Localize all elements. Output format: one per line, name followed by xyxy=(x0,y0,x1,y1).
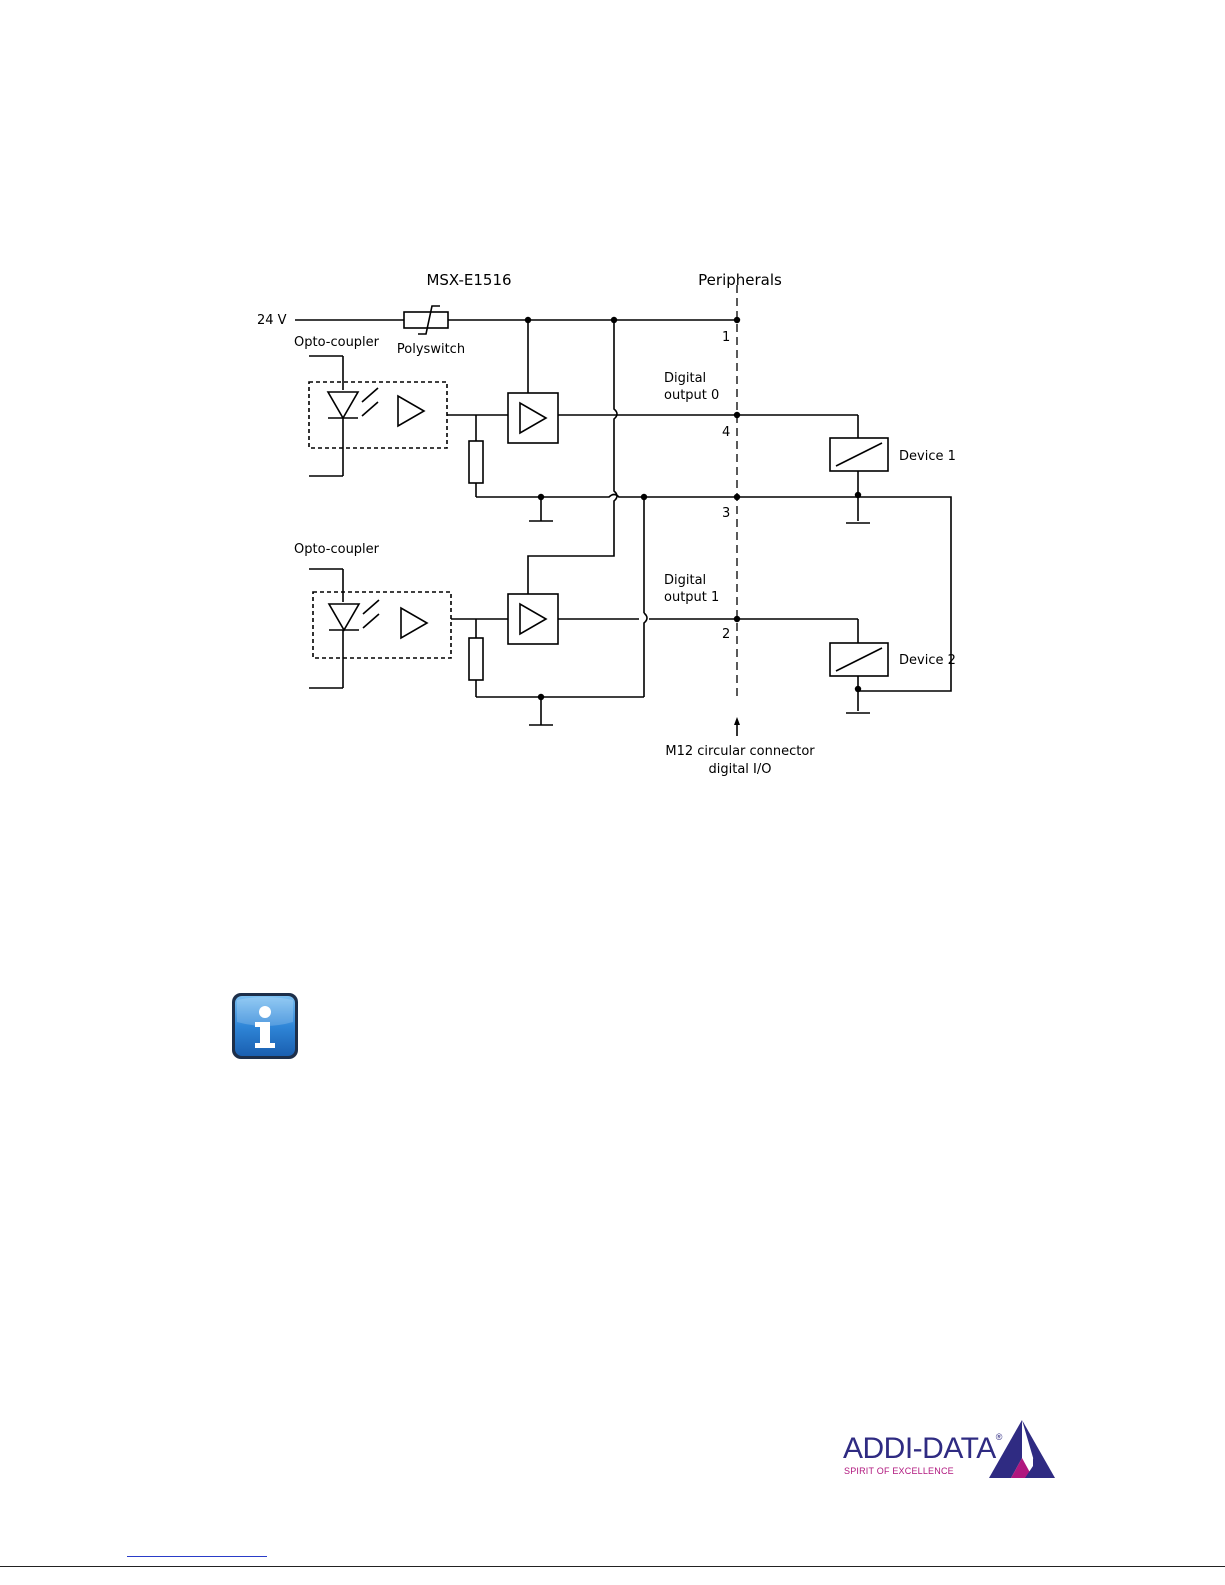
digital-output-0-label: Digital xyxy=(664,371,706,386)
logo-tagline: SPIRIT OF EXCELLENCE xyxy=(844,1466,954,1476)
digital-output-1-label: Digital xyxy=(664,573,706,588)
resistor-2 xyxy=(469,638,483,680)
peripherals-title: Peripherals xyxy=(698,271,782,289)
opto-coupler-label-1: Opto-coupler xyxy=(294,335,380,350)
driver-amplifier-2 xyxy=(508,594,558,644)
polyswitch-label: Polyswitch xyxy=(397,342,465,357)
pin-4-label: 4 xyxy=(722,425,730,440)
pin-2-label: 2 xyxy=(722,627,730,642)
board-title: MSX-E1516 xyxy=(426,271,511,289)
driver-amplifier-1 xyxy=(508,393,558,443)
digital-output-1-label-line2: output 1 xyxy=(664,590,719,605)
pin-1-label: 1 xyxy=(722,330,730,345)
device-1-label: Device 1 xyxy=(899,449,956,464)
digital-output-0-label-line2: output 0 xyxy=(664,388,719,403)
polyswitch-symbol xyxy=(404,312,448,328)
footer-rule xyxy=(0,1566,1225,1567)
pin-3-label: 3 xyxy=(722,506,730,521)
footer-link-underline xyxy=(127,1556,267,1557)
info-icon xyxy=(231,992,299,1060)
connector-label: M12 circular connector xyxy=(665,744,815,759)
led-symbol-2 xyxy=(329,604,359,630)
device-2-label: Device 2 xyxy=(899,653,956,668)
logo-wordmark: ADDI-DATA® xyxy=(843,1432,1002,1466)
opto-coupler-label-2: Opto-coupler xyxy=(294,542,380,557)
resistor-1 xyxy=(469,441,483,483)
logo-triangle-icon xyxy=(989,1420,1055,1478)
connector-label-line2: digital I/O xyxy=(709,762,772,777)
supply-label: 24 V xyxy=(257,313,287,328)
led-symbol-1 xyxy=(328,392,358,418)
addi-data-logo: ADDI-DATA® SPIRIT OF EXCELLENCE xyxy=(843,1420,1058,1480)
opto-coupler-box-2 xyxy=(313,592,451,658)
